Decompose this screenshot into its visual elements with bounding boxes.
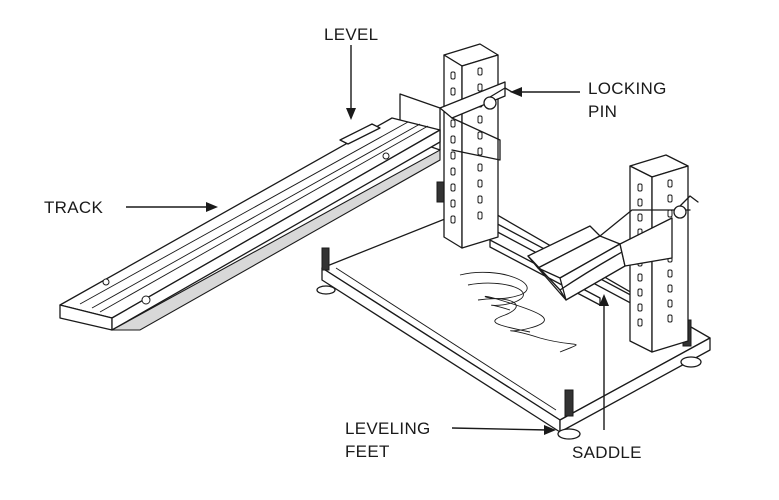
post-hole (450, 183, 456, 192)
level-label: LEVEL (324, 25, 379, 44)
post-hole (637, 273, 643, 282)
post-hole (477, 211, 483, 220)
post-hole (637, 318, 643, 327)
locking-pin-label-line1: LOCKING (588, 79, 667, 98)
post-hole (450, 135, 456, 144)
post-hole (450, 199, 456, 208)
post-hole (477, 83, 483, 92)
post-hole (477, 179, 483, 188)
post-hole (667, 269, 673, 278)
post-hole (477, 147, 483, 156)
post-hole (477, 115, 483, 124)
track-label: TRACK (44, 198, 104, 217)
post-hole (637, 213, 643, 222)
post-hole (637, 198, 643, 207)
post-hole (450, 71, 456, 80)
saddle (527, 209, 691, 301)
saddle-label: SADDLE (572, 443, 642, 462)
post-hole (667, 194, 673, 203)
post-hole (450, 151, 456, 160)
post-hole (477, 67, 483, 76)
locking-pin-label-line2: PIN (588, 102, 618, 121)
post-hole (450, 119, 456, 128)
left-post (443, 43, 499, 249)
post-hole (637, 303, 643, 312)
post-hole (450, 167, 456, 176)
locking-pins (483, 87, 699, 219)
post-hole (450, 87, 456, 96)
post-hole (477, 163, 483, 172)
track (59, 117, 441, 331)
leveling-feet-label-line1: LEVELING (345, 419, 431, 438)
post-hole (450, 215, 456, 224)
post-hole (667, 284, 673, 293)
leveling-feet-label-line2: FEET (345, 442, 390, 461)
post-hole (637, 288, 643, 297)
base-plate (321, 204, 711, 433)
post-hole (477, 195, 483, 204)
post-hole (667, 299, 673, 308)
post-hole (667, 314, 673, 323)
post-hole (637, 183, 643, 192)
post-hole (667, 179, 673, 188)
plate-swirl-graphic (459, 271, 577, 353)
post-hole (477, 131, 483, 140)
post-hole (667, 209, 673, 218)
leader-arrows (126, 45, 609, 435)
leveling-feet-arrow (451, 427, 549, 431)
